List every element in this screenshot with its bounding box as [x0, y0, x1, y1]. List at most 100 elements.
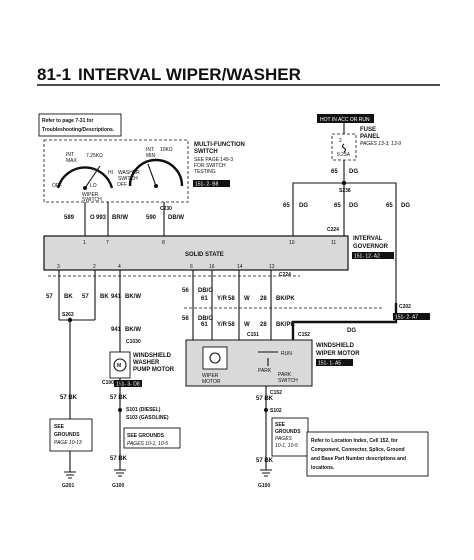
int-min-label: INT [146, 147, 154, 153]
wiper-switch-label: WIPER [82, 192, 99, 198]
wiper-motor-ref: 151- 1- A5 [318, 361, 341, 367]
park-switch-text2: SWITCH [278, 378, 298, 384]
off-label-right: OFF [117, 182, 127, 188]
dg-wire-c202 [291, 303, 398, 340]
mw2-color: BK/W [125, 294, 141, 300]
br-see1: SEE [275, 422, 286, 428]
mw4-num-b: 61 [201, 322, 208, 328]
diagram-title: INTERVAL WIPER/WASHER [78, 65, 301, 84]
c202-label: C202 [399, 304, 411, 310]
pump-ref-box [114, 380, 142, 387]
c152-label: C152 [298, 332, 310, 338]
mf-ref-box [193, 180, 230, 187]
s263-label: S263 [62, 312, 74, 318]
w590-num: 590 [146, 215, 157, 221]
park-label: PARK [258, 368, 272, 374]
int-max-label2: MAX [66, 158, 78, 164]
wiper-dial-right [128, 158, 184, 187]
wiper-motor-circle [209, 352, 221, 364]
c202-ref-box [393, 313, 430, 320]
mw5-color: W [244, 296, 250, 302]
c1030-label: C1030 [126, 339, 141, 345]
lo-label: LO [90, 183, 97, 189]
governor-ref: 151- 12- A2 [354, 254, 380, 260]
fuse-panel-label2: PANEL [360, 134, 380, 140]
splice-s101 [118, 408, 122, 412]
ohm-right: 10KΩ [160, 147, 173, 153]
mw4-color-b: Y/R [217, 322, 228, 328]
bm-see1: SEE GROUNDS [127, 433, 165, 439]
run-label: RUN [281, 351, 292, 357]
right-dial-pointer [147, 163, 157, 187]
hot-label-box [317, 114, 374, 123]
pin-bot-14: 14 [237, 264, 243, 270]
bm-ground: G100 [112, 483, 124, 489]
c202-ref: 151- 2- A7 [395, 315, 418, 321]
wiper-dial-pointer [84, 165, 101, 189]
pin-top-8: 8 [162, 240, 165, 246]
mf-page3: TESTING [194, 169, 216, 175]
wiper-motor-label2: WIPER MOTOR [316, 351, 360, 357]
pin-bot-4: 4 [118, 264, 121, 270]
pw2-num: 65 [334, 203, 341, 209]
diagram-code: 81-1 [37, 65, 71, 84]
washer-switch-label: WASHER [118, 170, 140, 176]
mw4-color: Y/R [217, 296, 228, 302]
governor-label1: INTERVAL [353, 236, 383, 242]
fuse-out-num: 65 [331, 169, 338, 175]
mw1-color: BK [100, 294, 109, 300]
governor-label2: GOVERNOR [353, 244, 389, 250]
ground-g100-mid-symbol [114, 469, 126, 477]
pin-top-11: 11 [331, 240, 336, 246]
mw3-color: DB/O [198, 288, 213, 294]
ground-g201-symbol [64, 471, 76, 479]
bl-wire: 57 BK [60, 395, 78, 401]
pin-bot-3: 3 [57, 264, 60, 270]
mw2-color-b: BK/W [125, 327, 141, 333]
br-see4: 10-1, 10-5 [275, 443, 298, 449]
dg-label: DG [347, 328, 356, 334]
bm-see2: PAGES 10-1, 10-5 [127, 441, 168, 447]
mw3-num-b: 56 [182, 316, 189, 322]
bm-s103: S103 (GASOLINE) [126, 415, 169, 421]
pin-top-1: 1 [83, 240, 86, 246]
mf-title2: SWITCH [194, 149, 218, 155]
br-wire1: 57 BK [256, 396, 274, 402]
location-note-box [306, 431, 429, 477]
w993-color: BR/W [112, 215, 128, 221]
bl-grounds-box [49, 418, 93, 452]
mw1-num: 57 [82, 294, 89, 300]
refer-note-box [38, 113, 122, 137]
br-c152: C152 [270, 390, 282, 396]
c1000-label: C1000 [102, 380, 117, 386]
wiper-motor-text2: MOTOR [202, 379, 221, 385]
int-max-label: INT [66, 152, 74, 158]
multifunction-switch-box [43, 139, 189, 203]
bl-ground: G201 [62, 483, 74, 489]
wiper-switch-label2: SWITCH [82, 197, 102, 203]
mw6-num-b: 28 [260, 322, 267, 328]
hi-label: HI [108, 170, 113, 176]
solid-state-label: SOLID STATE [185, 252, 224, 258]
mw5-num: 58 [228, 296, 235, 302]
mf-page1: SEE PAGE 149-3 [194, 157, 233, 163]
pin-bot-6: 6 [190, 264, 193, 270]
hot-label: HOT IN ACC OR RUN [320, 117, 370, 123]
pin-bot-16: 16 [209, 264, 215, 270]
wiper-dial-pivot [83, 186, 87, 190]
mw3-color-b: DB/O [198, 316, 213, 322]
pin-bot-13: 13 [269, 264, 275, 270]
c230-label: C230 [160, 206, 172, 212]
br-see2: GROUNDS [275, 429, 301, 435]
pin-bot-2: 2 [93, 264, 96, 270]
bl-see3: PAGE 10-13 [54, 440, 82, 446]
br-see3: PAGES [275, 436, 293, 442]
br-wire2: 57 BK [256, 458, 274, 464]
bm-grounds-box [123, 427, 181, 449]
w590-color: DB/W [168, 215, 184, 221]
location-note-l3: and Base Part Number descriptions and [311, 456, 406, 462]
interval-governor-box [43, 235, 349, 271]
wiper-motor-symbol [202, 346, 228, 370]
mw6-color-b: BK/PK [276, 322, 295, 328]
mf-page2: FOR SWITCH [194, 163, 226, 169]
